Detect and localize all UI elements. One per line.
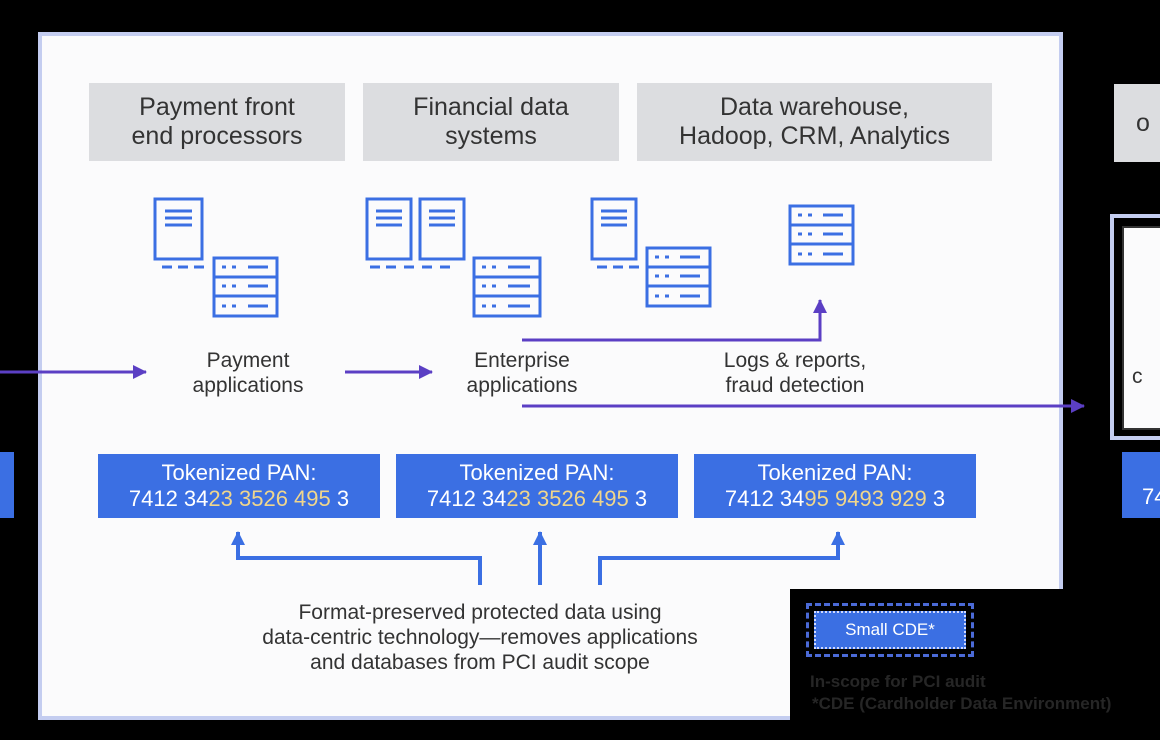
rack-server-icon — [472, 256, 542, 318]
label-enterprise-applications: Enterprise applications — [466, 349, 578, 397]
token-box-1: Tokenized PAN: 7412 3423 3526 495 3 — [98, 454, 380, 518]
rack-server-icon — [212, 256, 279, 318]
tower-server-icon — [590, 197, 639, 269]
token-pan: 7412 3495 9493 929 3 — [724, 486, 946, 511]
footnote-in-scope: In-scope for PCI audit — [810, 672, 986, 691]
tower-server-icon — [153, 197, 204, 269]
small-cde-legend: Small CDE* — [806, 603, 974, 657]
header-right-partial: o — [1114, 84, 1160, 162]
arrow-to-logs — [522, 299, 827, 342]
header-financial-data-text: Financial data systems — [413, 93, 569, 150]
rack-server-icon — [645, 246, 712, 308]
left-token-stub — [0, 452, 14, 518]
header-data-warehouse: Data warehouse, Hadoop, CRM, Analytics — [637, 83, 992, 161]
token-title: Tokenized PAN: — [459, 460, 615, 485]
header-data-warehouse-text: Data warehouse, Hadoop, CRM, Analytics — [679, 93, 950, 150]
arrow-up-token-3 — [598, 531, 845, 585]
right-panel-label: c — [1132, 365, 1143, 388]
header-payment-front-end: Payment front end processors — [89, 83, 345, 161]
rack-server-icon — [788, 204, 855, 266]
right-token-partial-text: 74 — [1142, 484, 1160, 509]
token-title: Tokenized PAN: — [757, 460, 913, 485]
header-right-partial-text: o — [1136, 108, 1150, 137]
header-payment-front-end-text: Payment front end processors — [131, 93, 303, 150]
label-payment-applications: Payment applications — [192, 349, 304, 397]
right-token-partial: 74 — [1122, 452, 1160, 518]
token-title: Tokenized PAN: — [161, 460, 317, 485]
token-box-3: Tokenized PAN: 7412 3495 9493 929 3 — [694, 454, 976, 518]
tower-server-icon — [365, 197, 413, 269]
header-financial-data: Financial data systems — [363, 83, 619, 161]
token-box-2: Tokenized PAN: 7412 3423 3526 495 3 — [396, 454, 678, 518]
arrow-up-token-1 — [231, 531, 482, 585]
token-pan: 7412 3423 3526 495 3 — [426, 486, 648, 511]
description-text: Format-preserved protected data using da… — [262, 601, 698, 674]
tower-server-icon — [404, 197, 466, 269]
small-cde-label: Small CDE* — [814, 611, 966, 649]
footnote-cde-definition: *CDE (Cardholder Data Environment) — [812, 694, 1112, 713]
label-logs-reports: Logs & reports, fraud detection — [723, 349, 867, 397]
token-pan: 7412 3423 3526 495 3 — [128, 486, 350, 511]
right-panel-partial: c — [1110, 214, 1160, 440]
right-panel-inner: c — [1122, 226, 1160, 430]
